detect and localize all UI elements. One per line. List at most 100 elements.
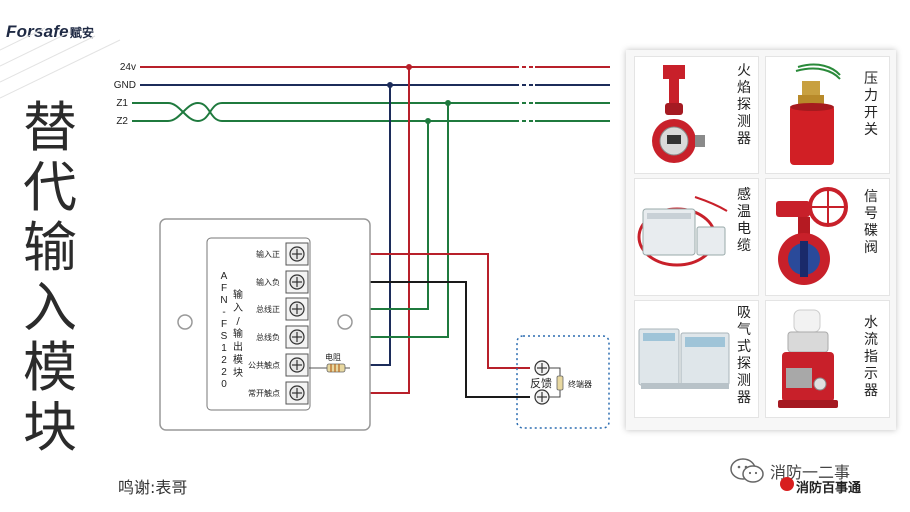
bus-label-z1: Z1 <box>116 98 128 109</box>
junction-24v <box>406 64 412 70</box>
product-panel: 火 焰 探 测 器 压 力 开 关 <box>626 50 896 430</box>
module-name-char: 模 <box>233 354 243 366</box>
module-name-char: 输 <box>233 288 243 301</box>
product-label-pressure-switch: 压 力 开 关 <box>862 71 880 139</box>
label-char: 探 <box>737 97 751 113</box>
label-char: 吸 <box>737 305 751 321</box>
product-card-aspirating-detector: 吸 气 式 探 测 器 <box>634 300 759 418</box>
label-char: 信 <box>864 189 878 205</box>
title-char: 替 <box>23 96 77 159</box>
label-char: 缆 <box>737 238 751 254</box>
product-card-water-flow-indicator: 水 流 指 示 器 <box>765 300 890 418</box>
terminal-screw <box>285 270 309 294</box>
terminal-screw <box>285 297 309 321</box>
brand-mark-icon <box>780 477 794 491</box>
title-char: 模 <box>23 336 77 399</box>
label-char: 力 <box>864 88 878 104</box>
flame-detector-icon <box>652 65 705 163</box>
label-char: 气 <box>737 322 751 338</box>
label-char: 开 <box>864 105 878 121</box>
terminal-screw <box>285 242 309 266</box>
title-char: 代 <box>23 156 77 219</box>
label-char: 器 <box>864 383 878 399</box>
module-code-char: 1 <box>221 343 227 354</box>
label-char: 碟 <box>864 223 878 239</box>
bus-label-z2: Z2 <box>116 116 128 127</box>
junction-z1 <box>445 100 451 106</box>
heat-cable-icon <box>637 196 728 267</box>
label-char: 火 <box>737 63 751 79</box>
label-char: 温 <box>737 204 751 220</box>
label-char: 焰 <box>737 80 751 96</box>
water-flow-indicator-icon <box>778 309 838 408</box>
wire-input-neg <box>309 281 530 398</box>
mount-hole-right <box>337 314 353 330</box>
product-card-pressure-switch: 压 力 开 关 <box>765 56 890 174</box>
resistor <box>326 363 346 373</box>
module-code-char: F <box>221 283 227 294</box>
page-title: 替 代 输 入 模 块 <box>18 98 82 458</box>
label-char: 器 <box>737 390 751 406</box>
bus-label-gnd: GND <box>114 80 136 91</box>
product-card-butterfly-valve: 信 号 碟 阀 <box>765 178 890 296</box>
wire-input-pos <box>309 253 530 369</box>
wechat-watermark: 消防一二事 消防百事通 <box>730 453 905 497</box>
bus-z1 <box>132 102 515 123</box>
end-resistor <box>556 375 564 391</box>
pressure-switch-icon <box>790 63 841 165</box>
product-label-aspirating-detector: 吸 气 式 探 测 器 <box>735 305 753 407</box>
module-name-char: 输 <box>233 327 243 340</box>
label-char: 关 <box>864 122 878 138</box>
label-char: 电 <box>737 221 751 237</box>
module-code-char: A <box>221 271 228 282</box>
module-name-char: 块 <box>233 367 243 379</box>
title-char: 块 <box>23 396 77 459</box>
terminal-label-common: 公共触点 <box>248 360 280 370</box>
label-char: 测 <box>737 114 751 130</box>
product-label-heat-cable: 感 温 电 缆 <box>735 187 753 255</box>
wechat-brand: 消防百事通 <box>796 481 862 496</box>
module-code-char: N <box>220 295 227 306</box>
terminal-screw <box>285 381 309 405</box>
label-char: 示 <box>864 366 878 382</box>
terminal-label-bus-pos: 总线正 <box>256 304 280 314</box>
wiring-diagram: 24v GND Z1 Z2 <box>114 62 610 431</box>
device-terminal-bottom <box>534 389 550 405</box>
butterfly-valve-icon <box>776 187 848 285</box>
feedback-label: 反馈 <box>530 377 552 390</box>
module-name-char: / <box>236 316 240 327</box>
terminal-label-no-contact: 常开触点 <box>248 388 280 398</box>
credit-text: 鸣谢:表哥 <box>118 478 188 497</box>
title-char: 入 <box>23 276 77 339</box>
product-card-heat-cable: 感 温 电 缆 <box>634 178 759 296</box>
wechat-icon <box>730 458 764 483</box>
label-char: 压 <box>864 71 878 87</box>
label-char: 水 <box>864 315 878 331</box>
module-code-char: 0 <box>221 379 227 390</box>
label-char: 阀 <box>864 240 878 256</box>
label-char: 式 <box>737 339 751 355</box>
junction-z2 <box>425 118 431 124</box>
label-char: 感 <box>737 187 751 203</box>
bus-label-24v: 24v <box>120 62 136 73</box>
decor-lines <box>0 27 121 99</box>
module-code-char: - <box>222 307 225 318</box>
module-code-char: 2 <box>221 367 227 378</box>
junction-gnd <box>387 82 393 88</box>
module-code-char: 2 <box>221 355 227 366</box>
module-name-char: 出 <box>233 340 243 353</box>
title-char: 输 <box>23 216 77 279</box>
aspirating-detector-icon <box>638 328 730 389</box>
label-char: 指 <box>864 349 878 365</box>
product-label-water-flow-indicator: 水 流 指 示 器 <box>862 315 880 400</box>
label-char: 探 <box>737 356 751 372</box>
device-box <box>516 335 610 429</box>
terminal-label-input-neg: 输入负 <box>256 277 280 287</box>
terminal-label-input-pos: 输入正 <box>256 249 280 259</box>
terminal-screw <box>285 353 309 377</box>
logo-cn: 赋安 <box>69 26 95 40</box>
product-label-butterfly-valve: 信 号 碟 阀 <box>862 189 880 257</box>
label-char: 器 <box>737 131 751 147</box>
label-char: 号 <box>864 206 878 222</box>
